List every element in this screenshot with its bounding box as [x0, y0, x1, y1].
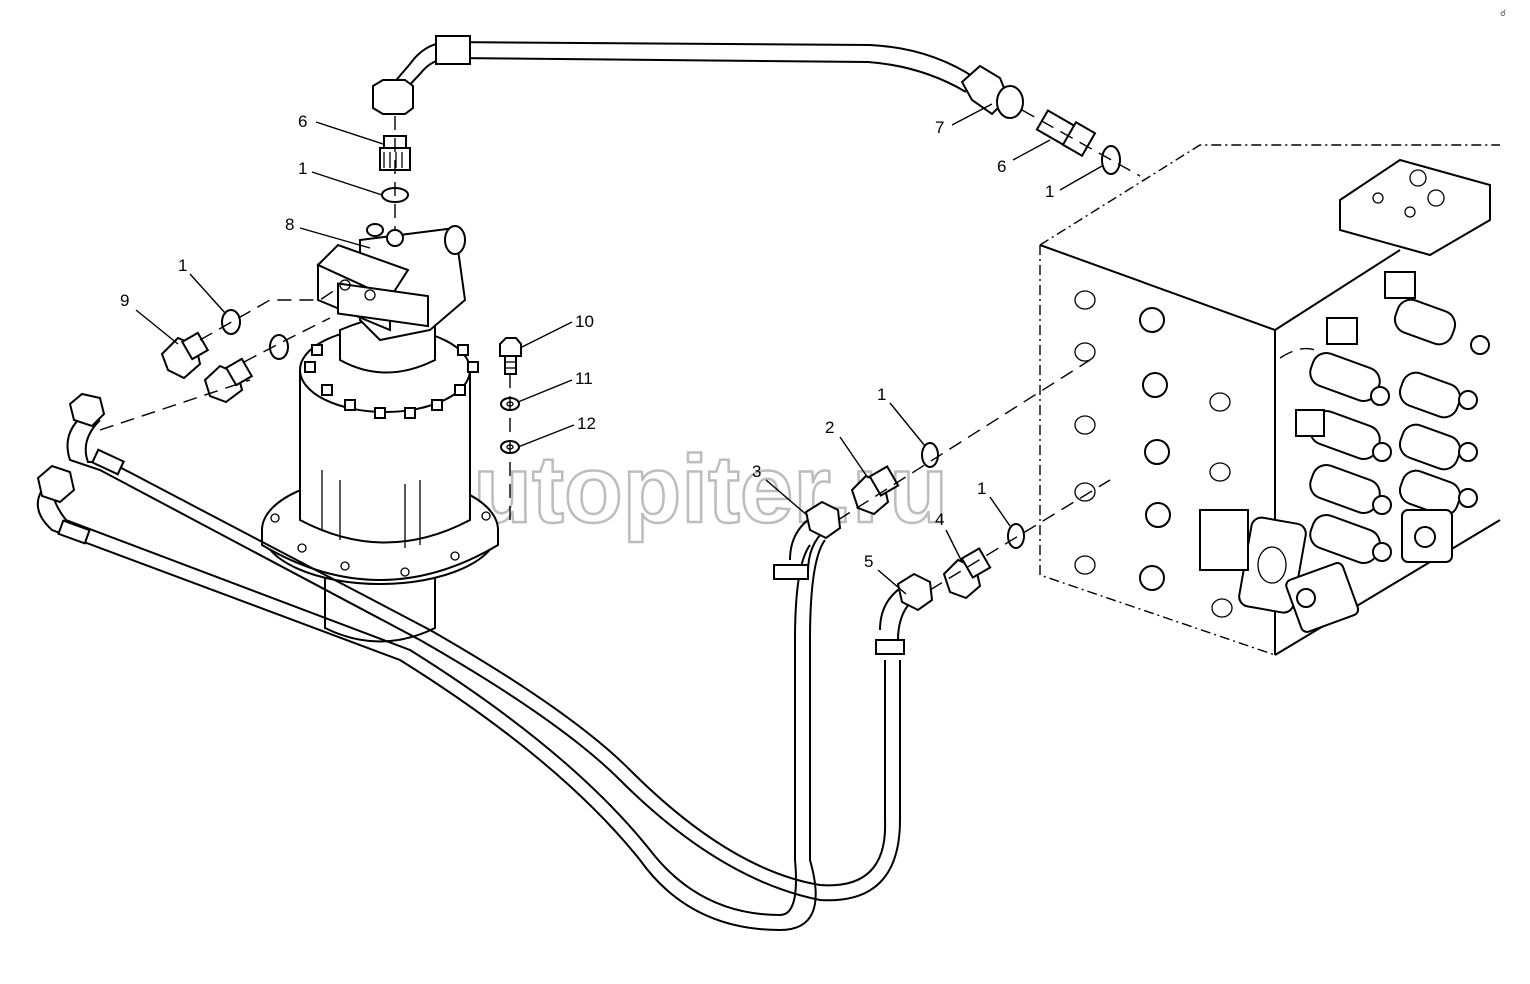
- svg-text:2: 2: [825, 418, 834, 437]
- svg-text:5: 5: [864, 552, 873, 571]
- callout-4: 4: [935, 510, 963, 563]
- svg-text:8: 8: [285, 215, 294, 234]
- valve-spool-caps: [1295, 271, 1490, 565]
- callout-9: 9: [120, 291, 179, 345]
- right-hoses: [773, 359, 1111, 655]
- o-ring-right-top: [1101, 145, 1121, 175]
- svg-text:9: 9: [120, 291, 129, 310]
- callout-7: 7: [935, 103, 993, 137]
- svg-text:1: 1: [977, 479, 986, 498]
- svg-text:11: 11: [575, 369, 593, 388]
- svg-text:4: 4: [935, 510, 944, 529]
- callout-1-left: 1: [178, 256, 227, 315]
- callout-1-top: 1: [298, 159, 383, 196]
- callout-1-mid: 1: [877, 385, 926, 447]
- nut-hose-3: [804, 500, 842, 540]
- control-valve: [1039, 144, 1501, 656]
- callout-1-right-top: 1: [1045, 165, 1103, 201]
- svg-text:3: 3: [752, 462, 761, 481]
- svg-text:12: 12: [577, 414, 596, 433]
- callout-1-lower: 1: [977, 479, 1011, 527]
- svg-text:1: 1: [1045, 182, 1054, 201]
- fitting-6-right: [1021, 109, 1141, 177]
- callout-8: 8: [285, 215, 371, 249]
- fitting-6-top: [379, 116, 411, 240]
- motor-bolt-ring: [304, 344, 479, 419]
- nut-hose-5: [896, 572, 934, 612]
- callout-6-right: 6: [997, 139, 1051, 176]
- callout-6-top: 6: [298, 112, 384, 145]
- svg-text:1: 1: [178, 256, 187, 275]
- svg-text:6: 6: [997, 157, 1006, 176]
- top-pipe: [372, 35, 1024, 119]
- svg-text:1: 1: [877, 385, 886, 404]
- swing-motor: [261, 223, 499, 643]
- callout-3: 3: [752, 462, 809, 517]
- callout-5: 5: [864, 552, 907, 595]
- callouts: 6 1 8 1 9 10 11 12 7 6 1 1 2 3 1 4 5: [120, 103, 1103, 595]
- callout-2: 2: [825, 418, 869, 479]
- hex-nut-top-left: [372, 79, 414, 115]
- svg-text:1: 1: [298, 159, 307, 178]
- callout-10: 10: [519, 312, 594, 349]
- corner-mark: ☌: [1500, 8, 1506, 18]
- left-hoses: [36, 289, 901, 932]
- svg-text:7: 7: [935, 118, 944, 137]
- svg-text:10: 10: [575, 312, 594, 331]
- callout-11: 11: [517, 369, 593, 403]
- callout-12: 12: [517, 414, 596, 448]
- valve-plugs: [1139, 307, 1171, 591]
- svg-text:6: 6: [298, 112, 307, 131]
